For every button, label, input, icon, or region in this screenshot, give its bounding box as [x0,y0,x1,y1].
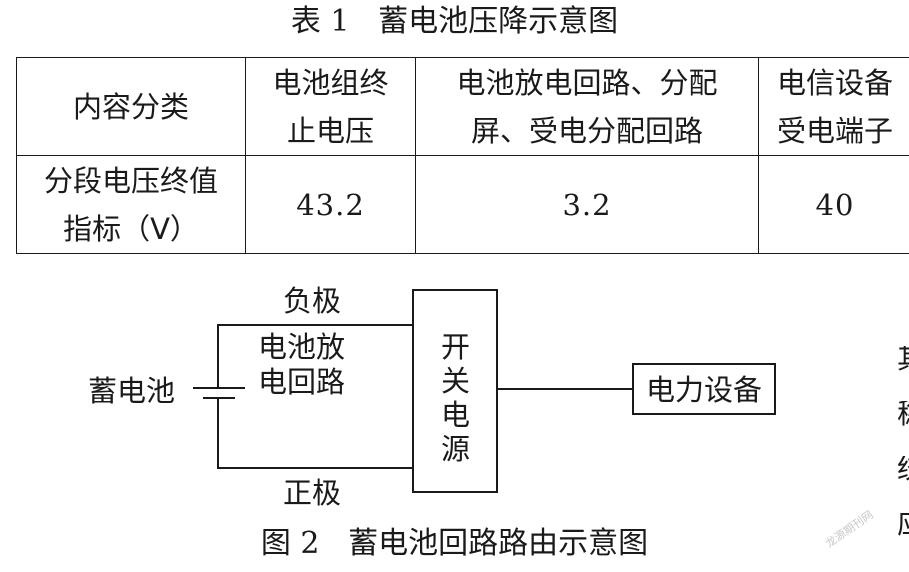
switch-label-char3: 电 [441,398,470,432]
switch-label-char2: 关 [441,364,470,398]
side-text-fragment: 应 [897,511,909,537]
negative-wire [217,324,413,388]
battery-label: 蓄电池 [88,374,175,408]
positive-wire [217,398,413,469]
header-discharge-loop-line2: 屏、受电分配回路 [470,113,703,148]
row-label-line1: 分段电压终值 [43,163,218,198]
voltage-drop-table: 内容分类 电池组终 止电压 电池放电回路、分配 屏、受电分配回路 电信设备 受电… [16,57,909,254]
header-battery-end-voltage-line1: 电池组终 [272,65,389,100]
table-data-row: 分段电压终值 指标（V） 43.2 3.2 40 [16,155,909,254]
switch-power-box [412,289,498,493]
negative-label: 负极 [283,284,341,318]
positive-label: 正极 [283,476,341,510]
table-caption: 表 1 蓄电池压降示意图 [290,4,619,39]
side-text-fragment: 统 [897,456,909,482]
loop-label-line1: 电池放 [258,330,345,364]
row-label-line2: 指标（V） [63,211,199,246]
header-telecom-terminal: 电信设备 受电端子 [758,57,909,156]
battery-circuit-diagram: 负极 正极 蓄电池 电池放 电回路 开 关 电 源 电力设备 [88,284,776,510]
value-battery-end-voltage: 43.2 [245,155,416,254]
equipment-label: 电力设备 [646,373,762,407]
value-discharge-loop: 3.2 [415,155,759,254]
power-equipment-box [632,363,776,415]
loop-label-line2: 电回路 [258,365,345,399]
value-telecom-terminal: 40 [758,155,909,254]
side-text-fragment: 稳 [897,401,909,427]
header-discharge-loop-line1: 电池放电回路、分配 [456,65,718,100]
side-text-fragment: 其 [897,346,909,372]
header-discharge-loop: 电池放电回路、分配 屏、受电分配回路 [415,57,759,156]
header-battery-end-voltage: 电池组终 止电压 [245,57,416,156]
switch-label-char1: 开 [441,330,470,364]
table-header-row: 内容分类 电池组终 止电压 电池放电回路、分配 屏、受电分配回路 电信设备 受电… [16,57,909,156]
header-category: 内容分类 [16,57,246,156]
figure-caption: 图 2 蓄电池回路路由示意图 [260,526,649,561]
header-telecom-terminal-line2: 受电端子 [776,113,893,148]
header-telecom-terminal-line1: 电信设备 [776,65,893,100]
header-battery-end-voltage-line2: 止电压 [286,113,374,148]
switch-label-char4: 源 [441,432,470,466]
row-label: 分段电压终值 指标（V） [16,155,246,254]
